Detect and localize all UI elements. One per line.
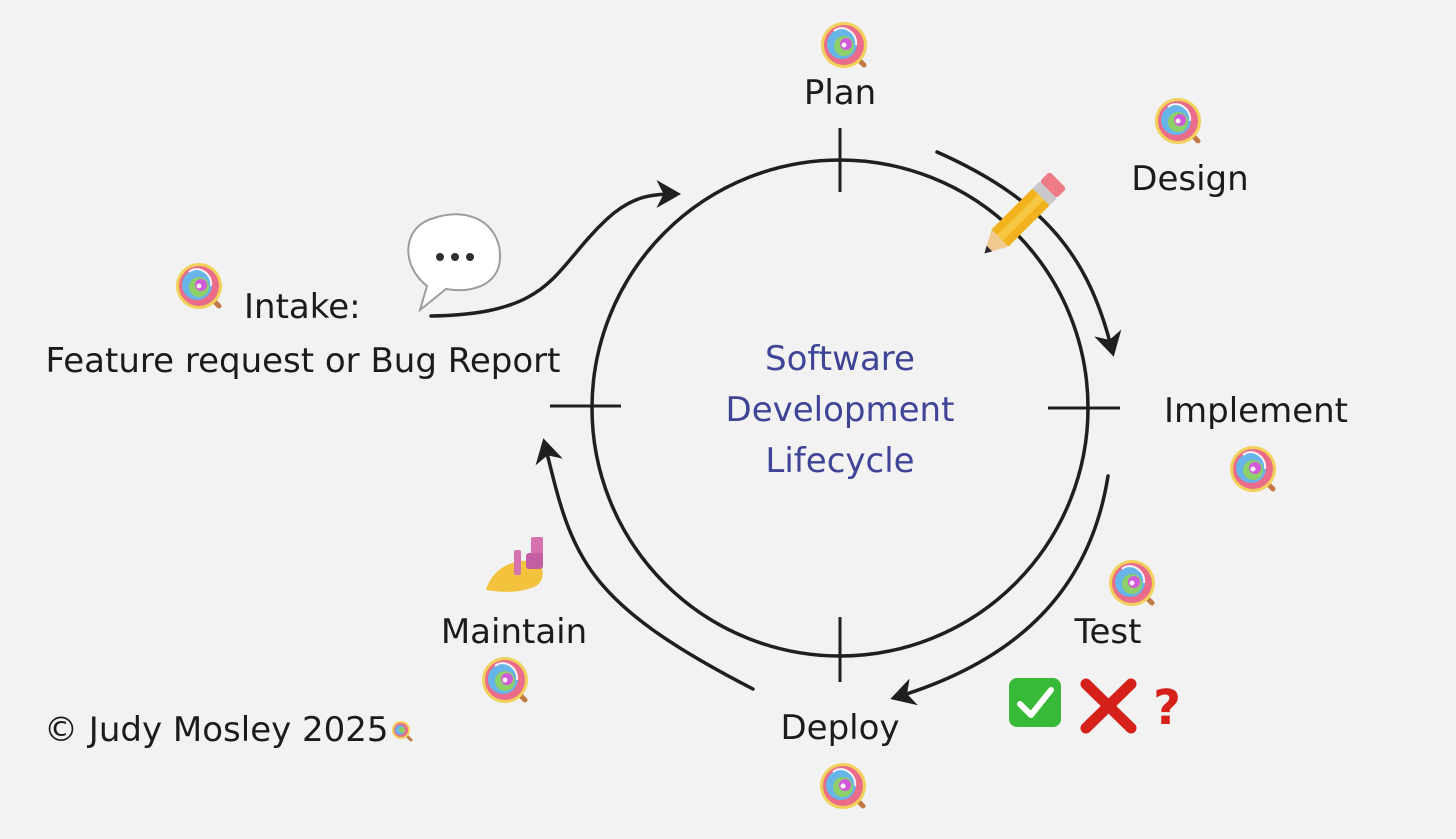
lollipop-icon: [821, 22, 867, 68]
lollipop-icon: [1155, 98, 1201, 144]
stage-label-maintain: Maintain: [441, 612, 587, 652]
lollipop-icon: [176, 263, 222, 309]
stage-label-implement: Implement: [1164, 391, 1348, 431]
stage-label-test: Test: [1074, 612, 1142, 652]
red-question-mark-icon: ?: [1153, 680, 1181, 736]
lollipop-icon: [1230, 446, 1276, 492]
center-title-line-1: Software: [765, 339, 915, 379]
plan-to-implement-arrow: [935, 150, 1122, 357]
center-title-line-2: Development: [726, 390, 955, 430]
pencil-icon: [984, 172, 1066, 254]
speech-balloon-icon: [407, 213, 502, 313]
implement-to-deploy-arrow: [890, 474, 1110, 706]
red-cross-mark-icon: [1080, 678, 1137, 734]
stage-label-plan: Plan: [804, 73, 876, 113]
white-check-mark-icon: [1009, 678, 1061, 727]
lollipop-icon: [482, 657, 528, 703]
lollipop-icon: [1109, 560, 1155, 606]
lollipop-icon: [390, 719, 413, 742]
stage-label-deploy: Deploy: [780, 708, 899, 748]
intake-to-plan-arrow: [429, 180, 681, 318]
lollipop-icon: [820, 763, 866, 809]
intake-subtitle: Feature request or Bug Report: [46, 341, 561, 381]
stage-label-design: Design: [1131, 159, 1248, 199]
deploy-to-intake-arrow: [535, 438, 755, 691]
stage-label-intake: Intake:: [244, 287, 361, 327]
copyright-text: © Judy Mosley 2025: [44, 710, 389, 750]
center-title-line-3: Lifecycle: [765, 441, 914, 481]
nail-polish-icon: [486, 537, 543, 592]
